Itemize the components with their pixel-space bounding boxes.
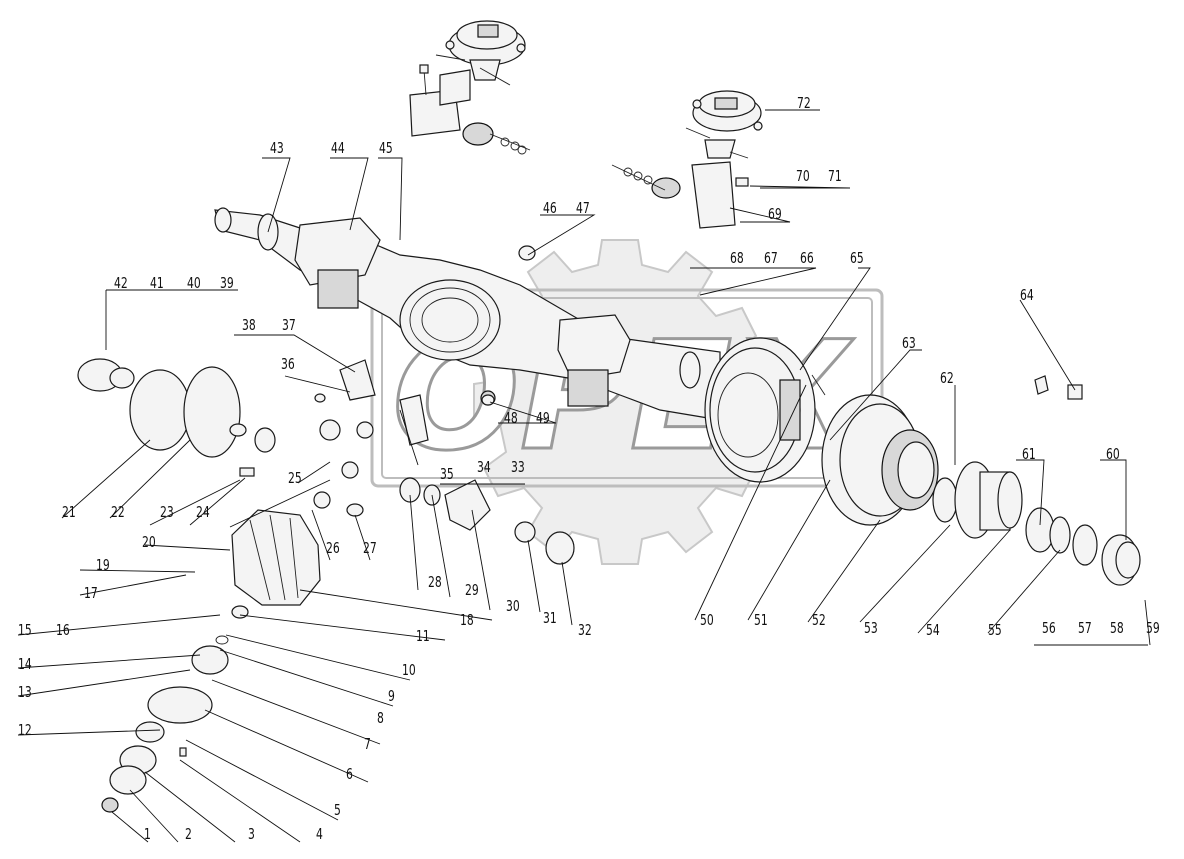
callout-21: 21 <box>62 503 76 521</box>
callout-42: 42 <box>114 274 128 292</box>
callout-7: 7 <box>364 735 371 753</box>
callout-62: 62 <box>940 369 954 387</box>
brake-chamber-upper-right <box>611 90 763 229</box>
pinion-and-flange <box>101 635 229 813</box>
callout-69: 69 <box>768 205 782 223</box>
callout-67: 67 <box>764 249 778 267</box>
callout-38: 38 <box>242 316 256 334</box>
callout-50: 50 <box>700 611 714 629</box>
differential-carrier <box>231 509 321 619</box>
callout-55: 55 <box>988 621 1002 639</box>
callout-33: 33 <box>511 458 525 476</box>
callout-56: 56 <box>1042 619 1056 637</box>
callout-20: 20 <box>142 533 156 551</box>
callout-2: 2 <box>185 825 192 843</box>
callout-71: 71 <box>828 167 842 185</box>
brake-assembly <box>704 337 837 483</box>
callout-30: 30 <box>506 597 520 615</box>
callout-24: 24 <box>196 503 210 521</box>
callout-6: 6 <box>346 765 353 783</box>
callout-31: 31 <box>543 609 557 627</box>
callout-45: 45 <box>379 139 393 157</box>
callout-29: 29 <box>465 581 479 599</box>
callout-60: 60 <box>1106 445 1120 463</box>
callout-72: 72 <box>797 94 811 112</box>
callout-47: 47 <box>576 199 590 217</box>
callout-49: 49 <box>536 409 550 427</box>
callout-39: 39 <box>220 274 234 292</box>
callout-27: 27 <box>363 539 377 557</box>
callout-13: 13 <box>18 683 32 701</box>
callout-17: 17 <box>84 584 98 602</box>
callout-53: 53 <box>864 619 878 637</box>
callout-10: 10 <box>402 661 416 679</box>
callout-23: 23 <box>160 503 174 521</box>
ring-gear-and-case <box>77 358 575 565</box>
callout-5: 5 <box>334 801 341 819</box>
callout-11: 11 <box>416 627 430 645</box>
callout-8: 8 <box>377 709 384 727</box>
callout-18: 18 <box>460 611 474 629</box>
brake-chamber-upper-left <box>409 20 531 155</box>
callout-54: 54 <box>926 621 940 639</box>
wheel-hub-parts <box>932 375 1141 586</box>
callout-25: 25 <box>288 469 302 487</box>
callout-44: 44 <box>331 139 345 157</box>
callout-58: 58 <box>1110 619 1124 637</box>
callout-12: 12 <box>18 721 32 739</box>
callout-34: 34 <box>477 458 491 476</box>
callout-63: 63 <box>902 334 916 352</box>
callout-1: 1 <box>144 825 151 843</box>
callout-70: 70 <box>796 167 810 185</box>
callout-61: 61 <box>1022 445 1036 463</box>
callout-65: 65 <box>850 249 864 267</box>
callout-68: 68 <box>730 249 744 267</box>
brake-drum <box>821 394 939 526</box>
callout-4: 4 <box>316 825 323 843</box>
leader-lines <box>17 109 1151 843</box>
callout-52: 52 <box>812 611 826 629</box>
callout-3: 3 <box>248 825 255 843</box>
callout-46: 46 <box>543 199 557 217</box>
callout-35: 35 <box>440 465 454 483</box>
callout-15: 15 <box>18 621 32 639</box>
callout-43: 43 <box>270 139 284 157</box>
callout-37: 37 <box>282 316 296 334</box>
callout-59: 59 <box>1146 619 1160 637</box>
callout-48: 48 <box>504 409 518 427</box>
callout-36: 36 <box>281 355 295 373</box>
callout-14: 14 <box>18 655 32 673</box>
callout-9: 9 <box>388 687 395 705</box>
callout-51: 51 <box>754 611 768 629</box>
callout-66: 66 <box>800 249 814 267</box>
callout-40: 40 <box>187 274 201 292</box>
callout-16: 16 <box>56 621 70 639</box>
callout-28: 28 <box>428 573 442 591</box>
callout-57: 57 <box>1078 619 1092 637</box>
callout-19: 19 <box>96 556 110 574</box>
callout-26: 26 <box>326 539 340 557</box>
callout-22: 22 <box>111 503 125 521</box>
callout-64: 64 <box>1020 286 1034 304</box>
callout-41: 41 <box>150 274 164 292</box>
callout-32: 32 <box>578 621 592 639</box>
